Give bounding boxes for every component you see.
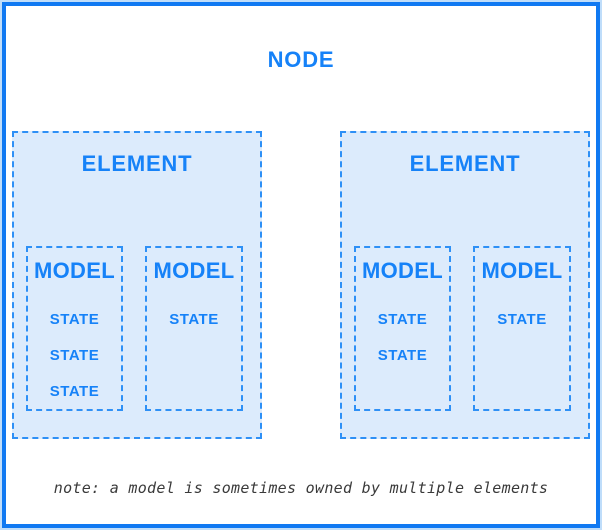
model-label: MODEL — [153, 258, 235, 283]
state-list: STATE — [147, 312, 241, 327]
model-label: MODEL — [362, 258, 443, 283]
note-text: note: a model is sometimes owned by mult… — [53, 479, 549, 497]
model-label: MODEL — [34, 258, 115, 283]
state-list: STATE — [475, 312, 569, 327]
element-box-right: ELEMENT MODEL STATE STATE MODEL STATE — [340, 131, 590, 439]
state-label: STATE — [49, 383, 100, 400]
state-label: STATE — [497, 311, 547, 328]
model-box: MODEL STATE — [473, 246, 571, 411]
model-box: MODEL STATE — [145, 246, 243, 411]
state-list: STATE STATE STATE — [28, 312, 121, 399]
state-label: STATE — [377, 311, 428, 328]
node-label: NODE — [267, 47, 335, 72]
element-label: ELEMENT — [409, 151, 521, 176]
model-box: MODEL STATE STATE STATE — [26, 246, 123, 411]
model-box: MODEL STATE STATE — [354, 246, 451, 411]
model-label: MODEL — [481, 258, 563, 283]
state-label: STATE — [377, 347, 428, 364]
state-label: STATE — [49, 311, 100, 328]
state-list: STATE STATE — [356, 312, 449, 363]
state-label: STATE — [49, 347, 100, 364]
element-box-left: ELEMENT MODEL STATE STATE STATE MODEL ST… — [12, 131, 262, 439]
element-label: ELEMENT — [81, 151, 193, 176]
state-label: STATE — [169, 311, 219, 328]
